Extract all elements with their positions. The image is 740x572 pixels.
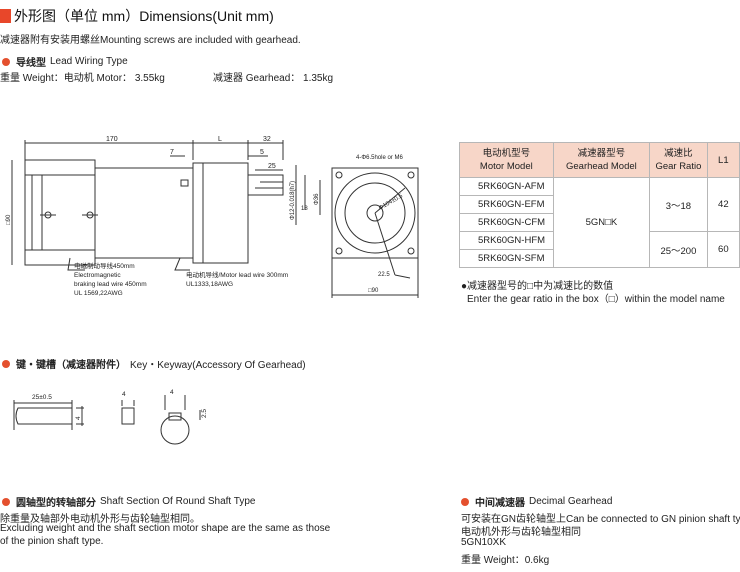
bullet-icon xyxy=(2,57,10,66)
key-title-cn: 键・键槽（减速器附件） xyxy=(16,360,126,371)
key-drawing: 25±0.5 4 4 4 2.5 xyxy=(13,389,208,445)
decimal-gearhead-title-cn: 中间减速器 xyxy=(475,498,525,509)
motor-weight: 重量 Weight：电动机 Motor： 3.55kg xyxy=(0,73,165,84)
dim-25: 25 xyxy=(268,163,276,170)
key-dim-4b: 4 xyxy=(122,391,126,398)
round-shaft-line3: of the pinion shaft type. xyxy=(0,536,104,547)
lead-type-title-cn: 导线型 xyxy=(16,58,46,69)
brake-lead-ul: UL 1569,22AWG xyxy=(74,290,123,297)
dim-18: 18 xyxy=(301,206,308,212)
dim-22-5: 22.5 xyxy=(378,272,390,278)
model-cell: 5RK60GN-EFM xyxy=(459,195,554,214)
lead-type-title-en: Lead Wiring Type xyxy=(50,56,128,67)
decimal-gearhead-model: 5GN10XK xyxy=(461,537,507,548)
dim-36: Φ36 xyxy=(314,193,320,205)
round-shaft-title-cn: 圆轴型的转轴部分 xyxy=(16,498,96,509)
decimal-gearhead-title-en: Decimal Gearhead xyxy=(529,496,613,507)
key-title-en: Key・Keyway(Accessory Of Gearhead) xyxy=(130,360,306,371)
keyway-dim-2-5: 2.5 xyxy=(201,409,208,418)
dim-shaft-dia: Φ12-0.018(h7) xyxy=(290,181,296,220)
motor-lead-label: 电动机导线/Motor lead wire 300mm xyxy=(186,270,288,279)
table-row: 5RK60GN-HFM 25～200 60 xyxy=(459,231,740,268)
lead-type-heading: 导线型 Lead Wiring Type xyxy=(2,54,128,69)
round-shaft-line1: 除重量及轴部外电动机外形与齿轮轴型相同。 xyxy=(0,514,200,525)
gearhead-cell: 5GN□K xyxy=(552,177,651,268)
header-l1: L1 xyxy=(706,142,740,178)
title-marker-icon xyxy=(0,9,11,23)
pcd-label: Φ104±0.5 xyxy=(378,193,404,212)
brake-lead-cn: 电磁制动导线450mm xyxy=(74,261,135,270)
model-cell: 5RK60GN-AFM xyxy=(459,177,554,196)
decimal-gearhead-heading: 中间减速器 Decimal Gearhead xyxy=(461,494,612,509)
dim-32: 32 xyxy=(263,136,271,143)
decimal-gearhead-weight: 重量 Weight：0.6kg xyxy=(461,555,550,566)
bullet-icon xyxy=(2,359,10,368)
table-note-en: Enter the gear ratio in the box（□）within… xyxy=(467,294,725,305)
dim-L: L xyxy=(218,136,222,143)
brake-lead-en1: Electromagnetic xyxy=(74,272,121,279)
brake-lead-en2: braking lead wire 450mm xyxy=(74,281,147,288)
decimal-gearhead-line1: 可安装在GN齿轮轴型上Can be connected to GN pinion… xyxy=(461,514,740,525)
dim-5: 5 xyxy=(260,149,264,156)
l1-cell-1: 42 xyxy=(706,177,740,232)
table-row: 5RK60GN-SFM xyxy=(459,249,740,268)
motor-lead-ul: UL1333,18AWG xyxy=(186,281,233,288)
motor-dimension-drawing: 170 L 32 7 5 25 18 Φ12-0.018(h7) Φ36 □90… xyxy=(6,136,419,298)
round-shaft-title-en: Shaft Section Of Round Shaft Type xyxy=(100,496,256,507)
dim-7: 7 xyxy=(170,149,174,156)
key-dim-4: 4 xyxy=(75,416,82,420)
page-title: 外形图（单位 mm）Dimensions(Unit mm) xyxy=(0,8,274,24)
model-cell: 5RK60GN-HFM xyxy=(459,231,554,250)
ratio-cell-2: 25～200 xyxy=(649,231,708,268)
dim-sq90-bottom: □90 xyxy=(368,288,379,294)
model-cell: 5RK60GN-SFM xyxy=(459,249,554,268)
dim-170: 170 xyxy=(106,136,118,143)
l1-cell-2: 60 xyxy=(706,231,740,268)
hole-label: 4-Φ6.5hole or M6 xyxy=(356,155,403,161)
table-row: 5RK60GN-AFM 5GN□K 3～18 42 xyxy=(459,177,740,268)
screw-note: 减速器附有安装用螺丝Mounting screws are included w… xyxy=(0,35,301,46)
ratio-cell-1: 3～18 xyxy=(649,177,708,232)
dim-sq90-left: □90 xyxy=(6,214,12,225)
key-heading: 键・键槽（减速器附件） Key・Keyway(Accessory Of Gear… xyxy=(2,356,306,371)
key-dim-25: 25±0.5 xyxy=(32,394,52,401)
table-note-cn: ●减速器型号的□中为减速比的数值 xyxy=(461,281,614,292)
decimal-gearhead-line2: 电动机外形与齿轮轴型相同 xyxy=(461,527,581,538)
round-shaft-heading: 圆轴型的转轴部分 Shaft Section Of Round Shaft Ty… xyxy=(2,494,255,509)
bullet-icon xyxy=(2,497,10,506)
title-text: 外形图（单位 mm）Dimensions(Unit mm) xyxy=(14,8,274,24)
bullet-icon xyxy=(461,497,469,506)
gearhead-weight: 减速器 Gearhead： 1.35kg xyxy=(213,73,334,84)
keyway-dim-4: 4 xyxy=(170,389,174,396)
model-cell: 5RK60GN-CFM xyxy=(459,213,554,232)
round-shaft-line2: Excluding weight and the shaft section m… xyxy=(0,523,331,534)
